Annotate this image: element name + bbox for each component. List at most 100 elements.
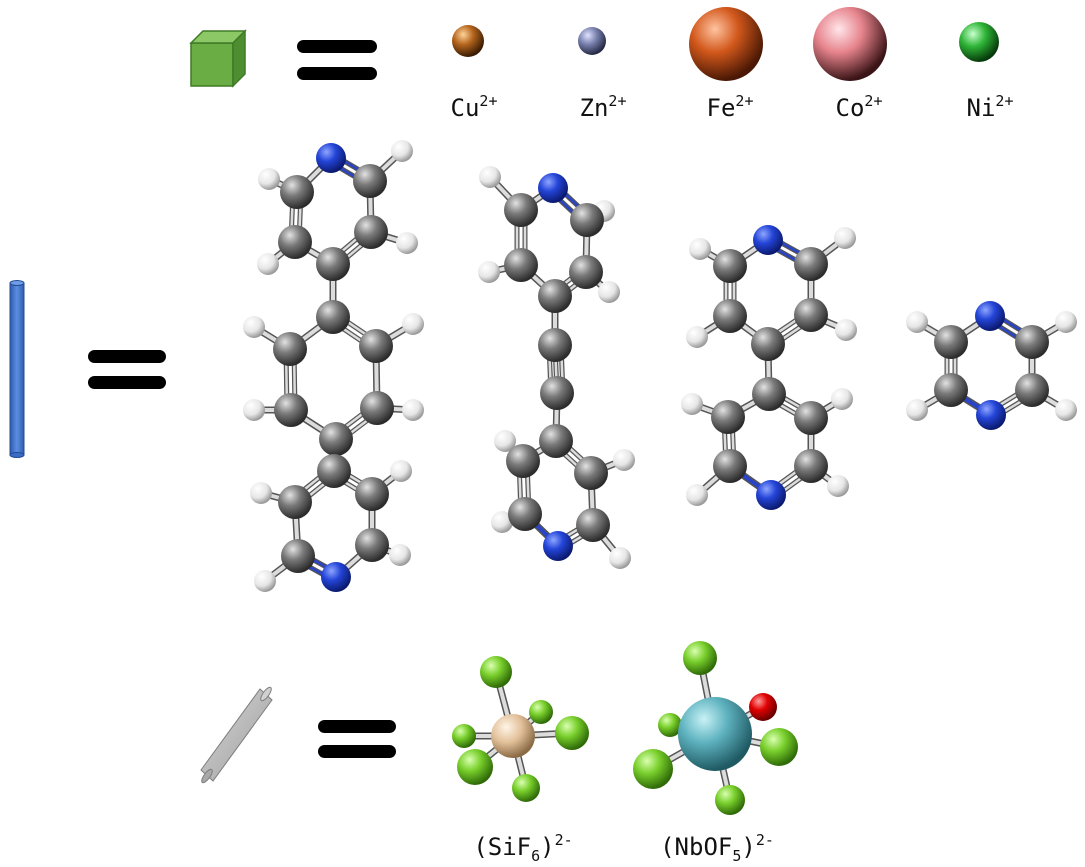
molecule-4,4'-bipyridine [681, 225, 857, 510]
atom-f [683, 641, 717, 675]
anion-close: ) [741, 833, 755, 861]
atom-c [713, 299, 747, 333]
atom-c [713, 249, 747, 283]
atom-c [355, 477, 389, 511]
atom-c [751, 327, 785, 361]
atom-h [243, 399, 265, 421]
atom-c [278, 485, 312, 519]
ion-sphere [689, 7, 763, 81]
ion-label: Co2+ [836, 92, 883, 122]
atom-n [543, 531, 573, 561]
ion-cu: Cu2+ [451, 25, 498, 122]
atom-f [715, 785, 745, 815]
atom-h [1055, 399, 1077, 421]
atom-n [538, 173, 568, 203]
atom-h [396, 232, 418, 254]
atom-c [752, 377, 786, 411]
molecule-bipyridyl-acetylene [478, 166, 635, 569]
ion-symbol: Cu [451, 94, 480, 122]
atom-c [574, 456, 608, 490]
atom-h [254, 570, 276, 592]
atom-c [354, 215, 388, 249]
ion-charge: 2+ [735, 92, 753, 110]
atom-nb [678, 697, 752, 771]
anion-label: (NbOF5)2- [660, 831, 774, 865]
atom-f [555, 716, 589, 750]
anion-nbof5 [633, 641, 798, 815]
atom-c [794, 449, 828, 483]
ion-charge: 2+ [864, 92, 882, 110]
atom-f [457, 749, 493, 785]
metal-node-row: Cu2+Zn2+Fe2+Co2+Ni2+ [189, 7, 1013, 122]
ion-co: Co2+ [813, 7, 887, 122]
atom-f [529, 700, 553, 724]
ion-sphere [578, 27, 606, 55]
atom-n [976, 400, 1006, 430]
ion-symbol: Co [836, 94, 865, 122]
atom-c [934, 325, 968, 359]
atom-f [512, 774, 540, 802]
atom-c [508, 497, 542, 531]
ion-label: Ni2+ [967, 92, 1014, 122]
equals-sign-icon [88, 350, 166, 389]
ion-zn: Zn2+ [578, 27, 626, 122]
atom-h [827, 475, 849, 497]
anion-label: (SiF6)2- [473, 831, 572, 865]
atom-h [609, 547, 631, 569]
equals-sign-icon [297, 40, 377, 80]
ion-label: Cu2+ [451, 92, 498, 122]
atom-c [506, 444, 540, 478]
atom-c [359, 329, 393, 363]
atom-c [1015, 325, 1049, 359]
ion-symbol: Fe [707, 94, 736, 122]
atom-h [389, 544, 411, 566]
atom-c [713, 449, 747, 483]
atom-h [257, 253, 279, 275]
pillar-row: (SiF6)2- (NbOF5)2- [200, 641, 798, 865]
atom-c [711, 400, 745, 434]
atom-c [360, 391, 394, 425]
atom-h [1055, 311, 1077, 333]
atom-c [316, 300, 350, 334]
atom-c [353, 164, 387, 198]
molecule-pyrazine [906, 301, 1077, 430]
ion-symbol: Ni [967, 94, 996, 122]
atom-h [689, 238, 711, 260]
anion-formula: (NbOF [660, 833, 732, 861]
atom-n [316, 143, 346, 173]
ion-charge: 2+ [608, 92, 626, 110]
atom-c [317, 454, 351, 488]
green-cube-icon [189, 29, 247, 88]
ion-ni: Ni2+ [959, 22, 1013, 122]
atom-c [569, 255, 603, 289]
ion-symbol: Zn [580, 94, 609, 122]
atom-h [906, 311, 928, 333]
atom-si [491, 714, 535, 758]
atom-h [906, 399, 928, 421]
atom-h [243, 316, 265, 338]
anion-subscript: 5 [732, 847, 741, 865]
molecule-bipyridyl-phenylene [243, 140, 424, 592]
anion-sif6 [452, 656, 589, 802]
atom-h [258, 168, 280, 190]
atom-h [831, 388, 853, 410]
ion-charge: 2+ [479, 92, 497, 110]
anion-formula: (SiF [473, 833, 531, 861]
atom-c [576, 508, 610, 542]
anion-subscript: 6 [531, 847, 540, 865]
atom-c [504, 248, 538, 282]
atom-h [613, 449, 635, 471]
atom-h [478, 261, 500, 283]
ion-sphere [959, 22, 999, 62]
atom-c [540, 376, 574, 410]
ion-label: Zn2+ [580, 92, 627, 122]
equals-sign-icon [318, 720, 396, 758]
atom-h [686, 484, 708, 506]
atom-c [316, 247, 350, 281]
atom-c [538, 328, 572, 362]
atom-c [355, 528, 389, 562]
atom-f [658, 713, 682, 737]
ion-label: Fe2+ [707, 92, 754, 122]
atom-n [753, 225, 783, 255]
